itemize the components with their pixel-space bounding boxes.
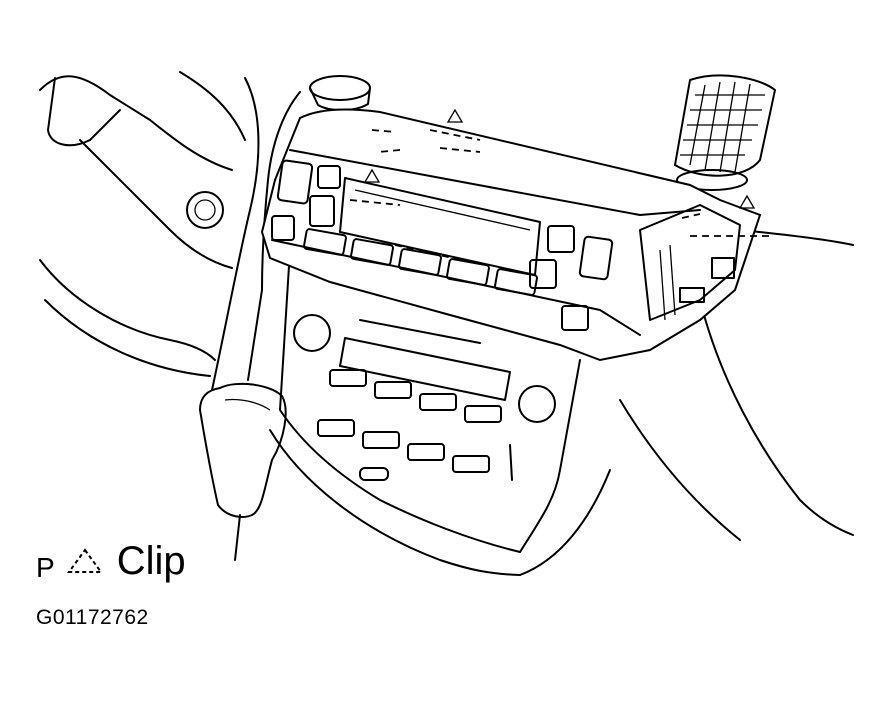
legend-label: Clip [116, 538, 186, 583]
shift-lever [199, 382, 287, 561]
legend-letter: P [36, 552, 55, 583]
figure-id: G01172762 [36, 606, 149, 629]
steering-column [674, 74, 776, 191]
legend: P Clip [36, 536, 186, 586]
climate-control-unit [260, 108, 762, 362]
audio-unit [293, 314, 556, 481]
center-console-frame [211, 77, 854, 576]
upper-vent-left [309, 75, 371, 112]
clip-markers [349, 108, 770, 263]
left-dash-panel [39, 71, 246, 377]
triangle-dashed-icon [66, 548, 103, 573]
